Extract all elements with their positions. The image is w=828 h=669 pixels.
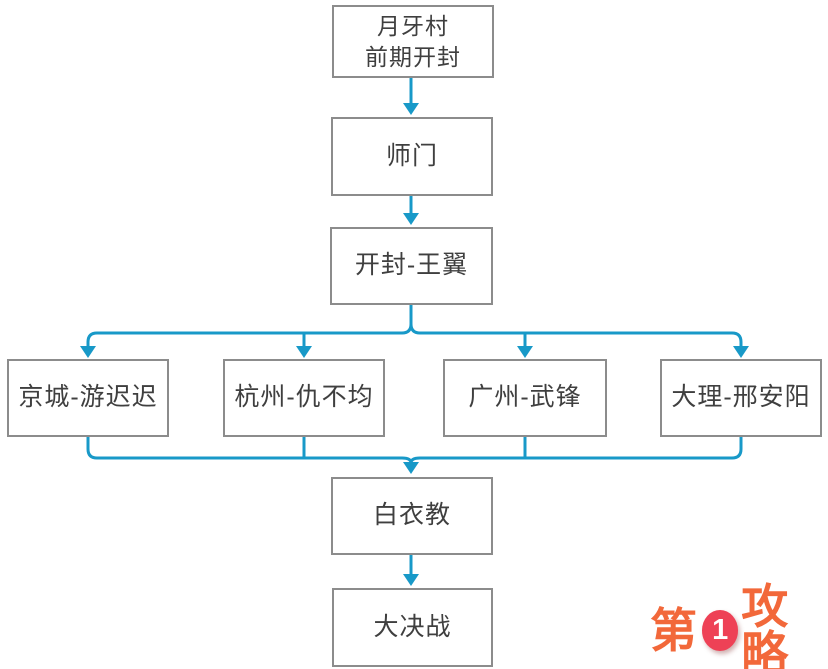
watermark-number-badge: 1 bbox=[702, 609, 739, 651]
node-dajuezhan: 大决战 bbox=[332, 588, 493, 667]
arrow-baiyijiao-to-dajuezhan bbox=[403, 555, 419, 586]
arrow-start-to-shimen bbox=[403, 78, 419, 115]
node-yueyacun-line1: 月牙村 bbox=[377, 12, 449, 39]
node-shimen: 师门 bbox=[331, 117, 493, 196]
branch-merge-connector bbox=[86, 437, 743, 474]
node-jingcheng-youchichi: 京城-游迟迟 bbox=[7, 359, 169, 437]
branch-split-connector bbox=[80, 305, 749, 358]
watermark-suffix-text: 攻略 bbox=[741, 580, 791, 669]
watermark-di1gonglue-logo: 第 1 攻略 bbox=[650, 583, 828, 669]
node-yueyacun-line2: 前期开封 bbox=[365, 43, 461, 70]
node-dali-xinganyang: 大理-邢安阳 bbox=[660, 359, 822, 437]
node-hangzhou-choubujun: 杭州-仇不均 bbox=[223, 359, 385, 437]
node-guangzhou-wufeng: 广州-武锋 bbox=[443, 359, 607, 437]
watermark-prefix-text: 第 bbox=[650, 603, 699, 657]
node-kaifeng-wangyi: 开封-王翼 bbox=[330, 227, 493, 305]
node-yueyacun-qianqi-kaifeng: 月牙村 前期开封 bbox=[332, 5, 494, 78]
watermark-badge-number: 1 bbox=[712, 613, 729, 646]
node-baiyijiao: 白衣教 bbox=[331, 477, 493, 555]
arrow-shimen-to-kaifeng bbox=[403, 196, 419, 225]
